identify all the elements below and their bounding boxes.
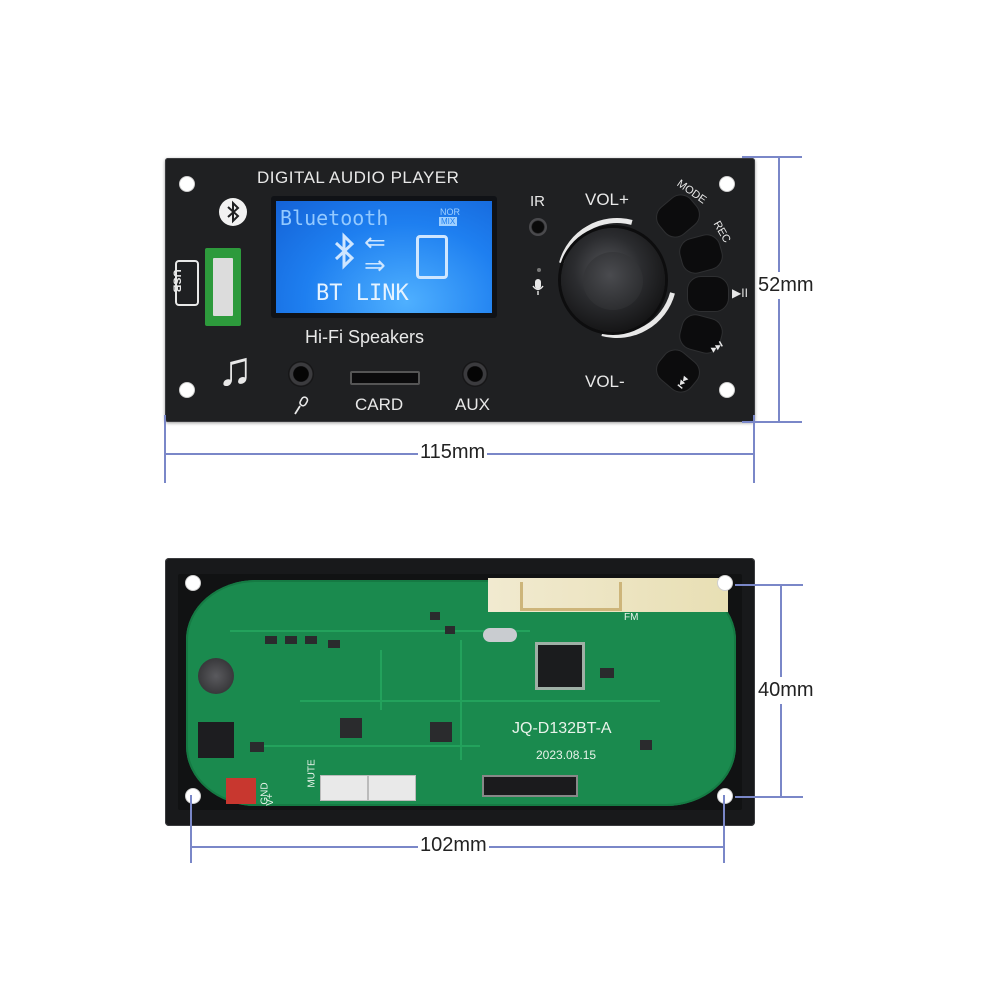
smd-component [285,636,297,644]
dimension-tick [735,584,803,586]
usb-label: USB [171,260,199,306]
dimension-tick [190,795,192,863]
ir-label: IR [530,193,545,210]
tf-card-slot[interactable] [350,371,420,385]
ir-sensor [529,218,547,236]
usb-port[interactable] [205,248,241,326]
lcd-phone-icon [416,235,448,279]
pcb-fm-label: FM [624,612,639,623]
mount-hole [179,176,195,192]
play-pause-button[interactable] [687,276,729,312]
smd-component [340,718,362,738]
mount-hole [717,788,733,804]
back-height-label: 40mm [758,677,814,704]
pcb-trace [460,640,462,760]
pcb-model-text: JQ-D132BT-A [512,720,612,737]
dimension-tick [164,415,166,483]
next-track-icon: ⏭ [706,335,726,357]
mount-hole [719,176,735,192]
smd-component [265,636,277,644]
power-connector[interactable] [226,778,256,804]
dimension-tick [742,156,802,158]
speaker-connector[interactable] [320,775,368,801]
antenna-trace [520,582,622,611]
vol-plus-label: VOL+ [585,190,629,209]
front-width-label: 115mm [418,441,488,464]
main-ic-chip [538,645,582,687]
front-height-label: 52mm [758,272,814,299]
pcb-mute-label: MUTE [306,759,318,788]
lcd-transfer-arrows-icon: ⇐⇒ [364,227,386,281]
usb-label-text: USB [170,269,183,293]
smd-component [430,612,440,620]
dimension-tick [735,796,803,798]
crystal-oscillator [483,628,517,642]
pcb-date-text: 2023.08.15 [536,748,597,762]
smd-component [430,722,452,742]
mic-jack[interactable] [288,361,314,387]
lcd-tag-bottom: MIX [439,217,458,226]
dimension-tick [723,795,725,863]
dimension-tick [742,421,802,423]
smd-component [250,742,264,752]
aux-jack[interactable] [462,361,488,387]
smd-component [445,626,455,634]
smd-component [328,640,340,648]
lcd-tag-top: NOR [440,207,460,217]
front-panel: DIGITAL AUDIO PLAYER USB ♫ Bluetooth NOR… [165,158,755,422]
pcb-trace [230,630,530,632]
microphone-small-icon [531,278,545,299]
mount-hole [179,382,195,398]
panel-title: DIGITAL AUDIO PLAYER [257,168,460,187]
bluetooth-antenna [488,578,728,612]
mount-hole [717,575,733,591]
vol-minus-label: VOL- [585,372,625,391]
lcd-bluetooth-icon [332,231,358,278]
volume-knob-cap[interactable] [583,252,643,310]
electrolytic-capacitor [198,658,234,694]
lcd-screen: Bluetooth NOR MIX ⇐⇒ BT LINK [276,201,492,313]
mount-hole [719,382,735,398]
card-label: CARD [355,395,404,414]
pcb-trace [300,700,660,702]
mount-hole [185,575,201,591]
pcb-vplus-label: V+ [264,793,276,806]
tf-card-socket [482,775,578,797]
pcb-trace [260,745,480,747]
play-pause-icon: ▶II [732,286,748,300]
bluetooth-icon [219,198,247,226]
microphone-icon [293,396,309,420]
lcd-status: BT LINK [316,281,409,306]
built-in-mic-hole [537,268,541,272]
pcb-trace [380,650,382,710]
speaker-connector[interactable] [368,775,416,801]
mount-hole [185,788,201,804]
aux-label: AUX [455,395,490,414]
voltage-regulator [198,722,234,758]
hifi-label: Hi-Fi Speakers [305,327,425,347]
music-note-icon: ♫ [217,343,253,396]
smd-component [600,668,614,678]
dimension-tick [753,415,755,483]
smd-component [305,636,317,644]
lcd-title: Bluetooth [280,206,389,230]
back-width-label: 102mm [418,834,489,857]
smd-component [640,740,652,750]
